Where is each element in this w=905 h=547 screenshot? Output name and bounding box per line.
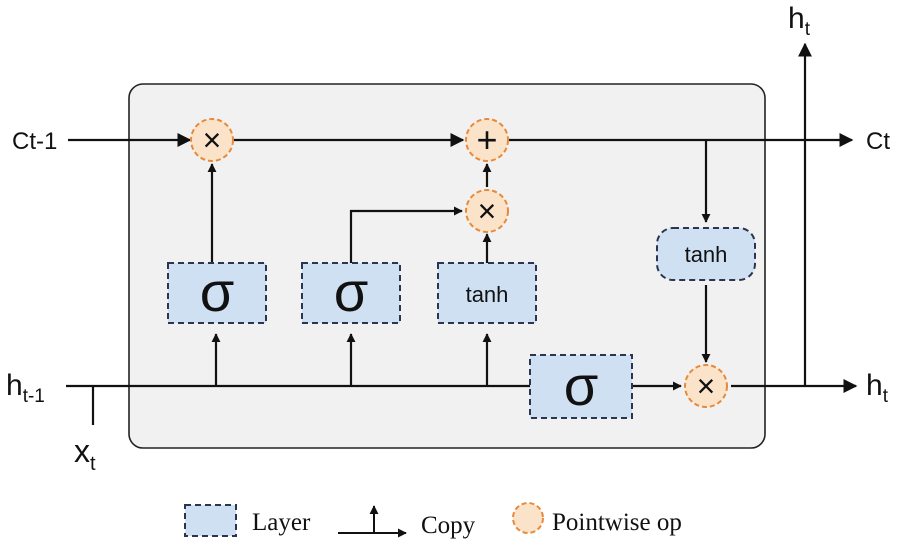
forget-gate-layer: σ [167, 260, 267, 324]
candidate-label: tanh [466, 282, 509, 307]
legend-copy-icon [338, 505, 407, 538]
hidden-top-label-base: h [788, 2, 805, 35]
cell-add-symbol: + [476, 119, 497, 160]
input-multiply-op: × [465, 189, 509, 233]
legend-layer-label: Layer [252, 509, 311, 536]
candidate-layer: tanh [437, 262, 537, 324]
cell-tanh-layer: tanh [656, 227, 756, 281]
forget-gate-label: σ [200, 260, 235, 323]
legend: Layer Copy Pointwise op [184, 502, 682, 539]
cell-tanh-label: tanh [685, 242, 728, 267]
hidden-out-label-base: h [866, 369, 883, 402]
hidden-out-label-sub: t [883, 386, 889, 407]
input-label-sub: t [90, 453, 96, 475]
input-gate-output-line [349, 206, 463, 263]
connections [66, 42, 858, 425]
hidden-top-label-sub: t [805, 19, 811, 40]
hidden-in-label-sub: t-1 [23, 386, 45, 407]
input-gate-label: σ [334, 260, 369, 323]
forget-multiply-op: × [190, 118, 234, 162]
output-multiply-symbol: × [697, 368, 716, 404]
cell-state-out-label: Ct [866, 128, 890, 155]
input-multiply-symbol: × [478, 193, 497, 229]
input-label: xt [74, 433, 96, 475]
legend-copy-label: Copy [421, 512, 476, 539]
output-multiply-op: × [684, 364, 728, 408]
hidden-in-label-base: h [6, 369, 23, 402]
input-label-base: x [74, 433, 90, 469]
forget-multiply-symbol: × [203, 122, 222, 158]
hidden-top-label: ht [788, 2, 811, 40]
legend-layer-swatch [184, 504, 237, 537]
cell-state-in-label: Ct-1 [12, 128, 57, 155]
output-gate-label: σ [564, 354, 599, 417]
legend-pointwise-swatch [512, 502, 544, 534]
cell-add-op: + [465, 118, 509, 162]
legend-pointwise-label: Pointwise op [552, 509, 682, 536]
output-gate-layer: σ [529, 354, 633, 419]
input-gate-layer: σ [301, 260, 401, 324]
hidden-out-label: ht [866, 369, 889, 407]
hidden-in-label: ht-1 [6, 369, 45, 407]
